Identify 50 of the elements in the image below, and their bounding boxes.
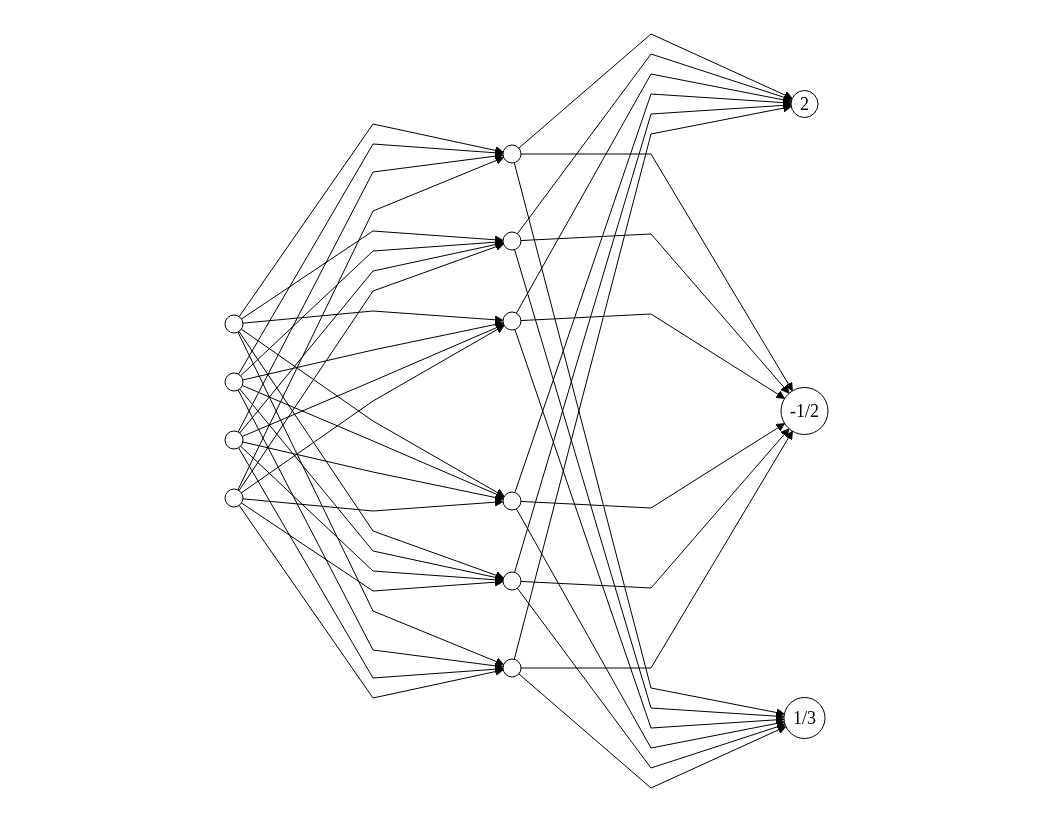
node-circle bbox=[502, 144, 521, 164]
arrow bbox=[236, 156, 504, 491]
node-circle bbox=[502, 231, 521, 251]
arrow bbox=[513, 162, 785, 717]
arrow bbox=[241, 497, 503, 512]
node-circle: 1/3 bbox=[783, 697, 825, 739]
arrow bbox=[237, 143, 503, 375]
node-circle bbox=[502, 571, 521, 591]
arrow bbox=[515, 73, 792, 314]
node-circle bbox=[502, 491, 521, 511]
arrow bbox=[517, 673, 786, 789]
arrow bbox=[238, 330, 504, 580]
arrow bbox=[238, 388, 504, 582]
arrow bbox=[513, 329, 784, 729]
arrow bbox=[520, 428, 789, 589]
arrow bbox=[513, 93, 791, 493]
node-circle bbox=[502, 311, 521, 331]
arrow bbox=[516, 587, 785, 769]
arrow bbox=[241, 320, 504, 381]
node-circle bbox=[224, 314, 243, 334]
arrow bbox=[238, 504, 504, 699]
node-circle: -1/2 bbox=[780, 387, 828, 435]
arrow bbox=[517, 33, 793, 149]
node-circle: 2 bbox=[790, 90, 818, 118]
arrow bbox=[240, 230, 503, 320]
node-circle bbox=[224, 372, 243, 392]
arrow bbox=[520, 153, 793, 392]
arrow bbox=[240, 502, 503, 592]
arrow bbox=[241, 441, 504, 502]
arrow bbox=[520, 430, 793, 669]
arrow bbox=[516, 53, 792, 235]
arrow bbox=[238, 123, 504, 318]
arrow bbox=[239, 237, 503, 377]
arrow bbox=[236, 331, 504, 666]
arrow bbox=[513, 249, 784, 721]
node-circle bbox=[502, 658, 521, 678]
arrow bbox=[241, 385, 504, 499]
arrow bbox=[515, 508, 785, 749]
arrow bbox=[237, 151, 503, 433]
arrow bbox=[520, 313, 785, 399]
node-circle bbox=[224, 430, 243, 450]
arrow bbox=[237, 447, 503, 679]
arrow bbox=[238, 240, 504, 434]
arrow bbox=[520, 423, 785, 509]
arrow bbox=[513, 101, 791, 573]
node-circle bbox=[224, 488, 243, 508]
arrow bbox=[513, 103, 792, 660]
arrow bbox=[520, 233, 789, 394]
arrow bbox=[238, 242, 504, 492]
arrow bbox=[241, 310, 503, 325]
